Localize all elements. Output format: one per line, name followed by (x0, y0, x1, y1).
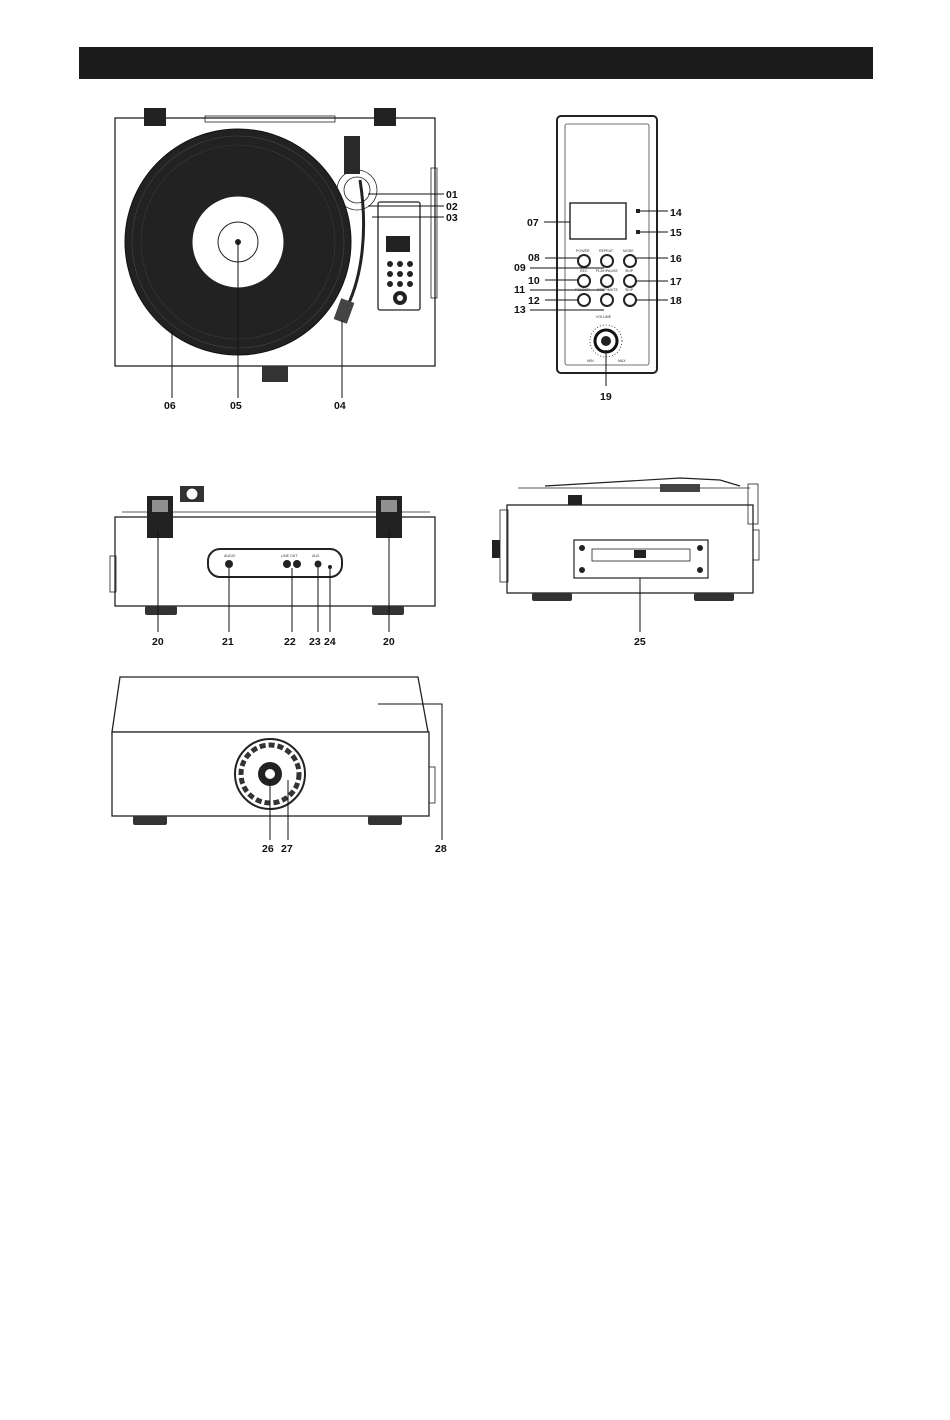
back-aux-text: AUX (312, 554, 320, 558)
callout-12: 12 (528, 295, 540, 307)
turntable-back-view: AUDIO LINE OUT AUX 20 21 22 23 24 20 (110, 486, 435, 648)
callout-22: 22 (284, 636, 296, 648)
turntable-side-view: 25 (492, 478, 759, 648)
callout-01: 01 (446, 189, 458, 201)
callout-15: 15 (670, 227, 682, 239)
panel-volume-text: VOLUME (596, 315, 612, 319)
callout-06: 06 (164, 400, 176, 412)
panel-mode-text: MODE (623, 249, 634, 253)
panel-skip-fwd-text: SKIP (625, 288, 634, 292)
callout-18: 18 (670, 295, 682, 307)
panel-min-text: MIN (587, 359, 594, 363)
callout-21: 21 (222, 636, 234, 648)
callout-08: 08 (528, 252, 540, 264)
callout-17: 17 (670, 276, 682, 288)
callout-14: 14 (670, 207, 682, 219)
panel-playpause-text: PLAY/PAUSE (596, 269, 618, 273)
back-lineout-text: LINE OUT (281, 554, 298, 558)
callout-20-right: 20 (383, 636, 395, 648)
panel-skip-back-text: SKIP (625, 269, 634, 273)
callout-26: 26 (262, 843, 274, 855)
callout-19: 19 (600, 391, 612, 403)
callout-23: 23 (309, 636, 321, 648)
callout-13: 13 (514, 304, 526, 316)
callout-03: 03 (446, 212, 458, 224)
panel-rec-text: REC (580, 269, 588, 273)
callout-07: 07 (527, 217, 539, 229)
panel-max-text: MAX (618, 359, 626, 363)
callout-05: 05 (230, 400, 242, 412)
control-panel-detail: POWER REPEAT MODE REC PLAY/PAUSE SKIP FO… (514, 116, 682, 403)
callout-11: 11 (514, 284, 525, 296)
callout-10: 10 (528, 275, 540, 287)
turntable-top-view: 01 02 03 04 05 06 (115, 108, 458, 412)
turntable-front-view: 26 27 28 (112, 677, 447, 855)
callout-27: 27 (281, 843, 293, 855)
callout-04: 04 (334, 400, 346, 412)
panel-power-text: POWER (576, 249, 590, 253)
back-audio-text: AUDIO (224, 554, 236, 558)
callout-16: 16 (670, 253, 682, 265)
callout-20-left: 20 (152, 636, 164, 648)
callout-25: 25 (634, 636, 646, 648)
panel-repeat-text: REPEAT (599, 249, 614, 253)
callout-09: 09 (514, 262, 526, 274)
callout-24: 24 (324, 636, 336, 648)
callout-28: 28 (435, 843, 447, 855)
